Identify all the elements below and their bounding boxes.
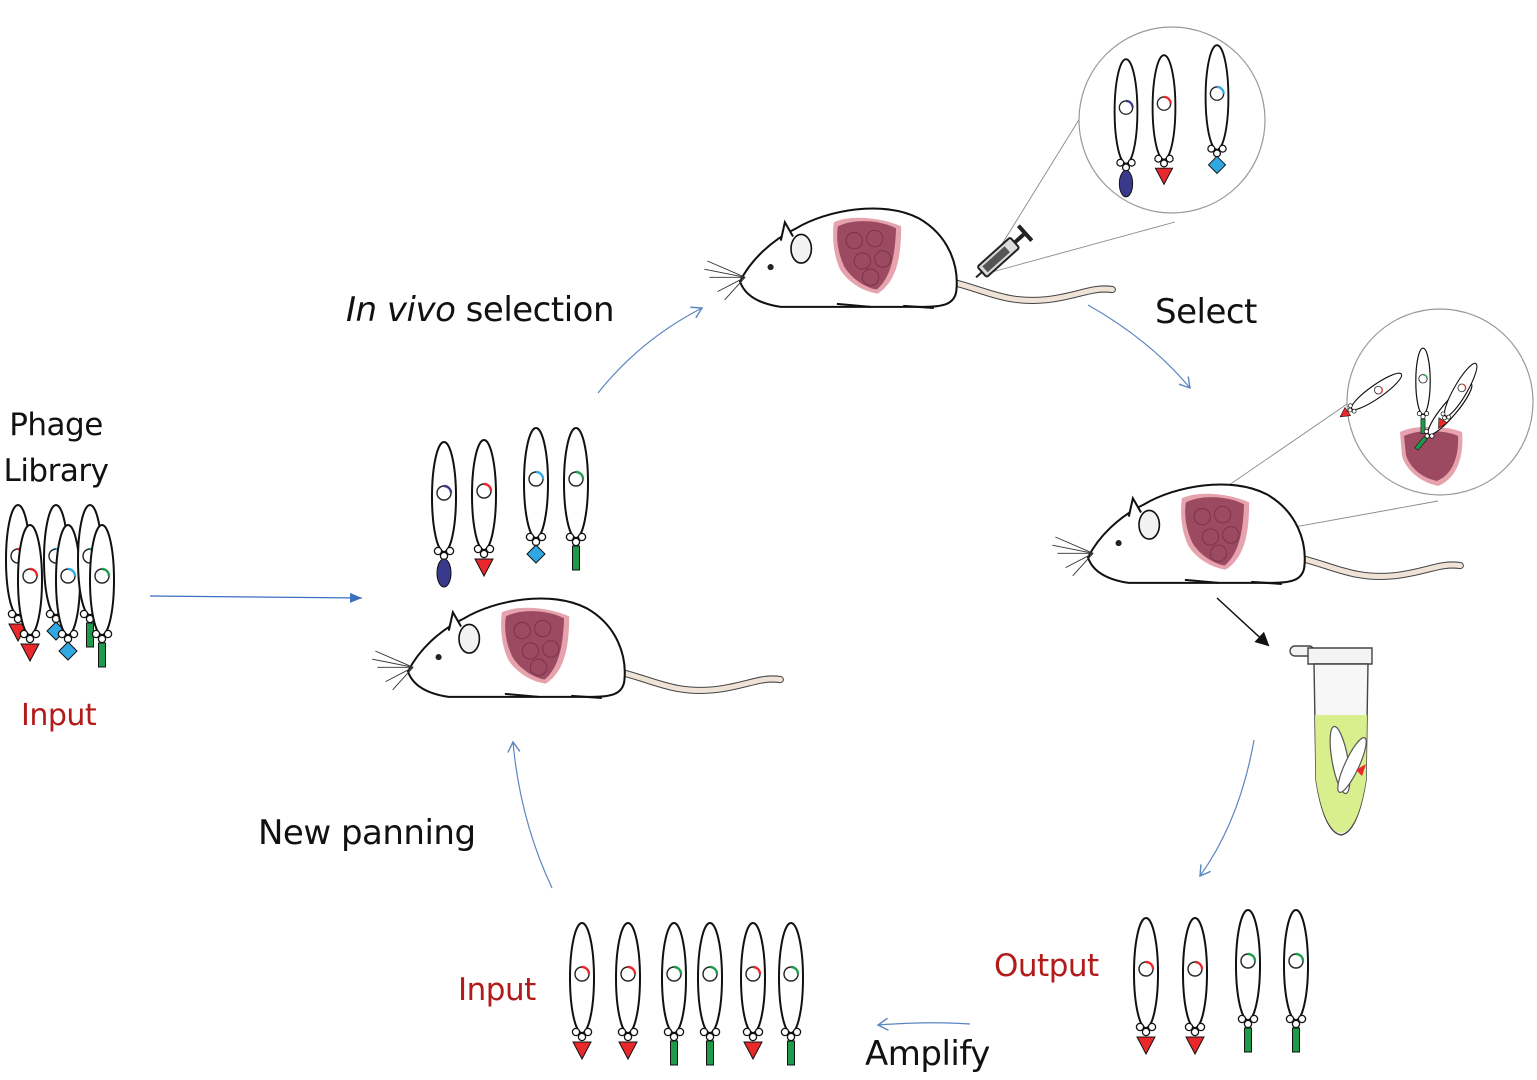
select-arrow <box>1087 304 1191 390</box>
select-label: Select <box>1155 292 1257 332</box>
amplified-phage-red-triangle <box>740 922 766 1061</box>
bound-phage-green-bar <box>1415 347 1431 434</box>
phages-layer <box>5 44 1478 1066</box>
amplified-phage-red-triangle <box>615 922 641 1061</box>
injected-phage-navy-oval <box>1113 58 1139 198</box>
output-phage-green-bar <box>1283 909 1309 1053</box>
phage-library-line1: Phage <box>9 407 103 443</box>
tube-to-output-arrow <box>1199 739 1255 878</box>
amplified-phage-red-triangle <box>569 922 595 1061</box>
library-phage-blue-diamond <box>55 524 81 661</box>
pool-phage-green-bar <box>563 427 589 571</box>
microcentrifuge-tube-icon <box>1289 645 1373 836</box>
amplified-input-label: Input <box>458 972 536 1008</box>
mouse-selection <box>1052 483 1464 585</box>
mouse-injection <box>704 207 1116 309</box>
output-label: Output <box>994 948 1099 984</box>
pool-phage-blue-diamond <box>523 427 549 564</box>
pool-phage-red-triangle <box>471 439 497 578</box>
selection-text: selection <box>455 290 615 330</box>
in-vivo-selection-label: In vivo selection <box>346 290 614 330</box>
in-vivo-arrow <box>597 306 704 394</box>
pool-phage-navy-oval <box>431 441 457 588</box>
amplified-phage-green-bar <box>661 922 687 1066</box>
injected-phage-red-triangle <box>1151 54 1177 186</box>
output-phage-green-bar <box>1235 909 1261 1053</box>
mouse-new-panning <box>372 597 784 699</box>
new-panning-label: New panning <box>258 813 476 853</box>
output-phage-red-triangle <box>1182 917 1208 1056</box>
unbound-phage-red-triangle <box>1438 362 1478 429</box>
injected-phage-blue-diamond <box>1204 44 1230 175</box>
phage-library-line2: Library <box>3 453 109 489</box>
cycle-arrows <box>149 304 1270 1031</box>
tumor-binding-zoom <box>1339 347 1478 486</box>
library-phage-red-triangle <box>17 524 43 663</box>
output-phage-red-triangle <box>1133 917 1159 1056</box>
library-to-pool-arrow <box>149 592 363 603</box>
binding-zoom-circle <box>1346 308 1534 496</box>
unbound-phage-red-triangle <box>1339 372 1403 418</box>
phage-library-title: Phage Library <box>0 402 112 494</box>
library-phage-green-bar <box>89 524 115 668</box>
mouse-to-tube-arrow <box>1216 597 1270 647</box>
in-vivo-italic-text: In vivo <box>346 290 456 330</box>
amplified-phage-green-bar <box>778 922 804 1066</box>
mice-layer <box>372 207 1464 699</box>
amplified-phage-green-bar <box>697 922 723 1066</box>
library-input-label: Input <box>21 698 97 733</box>
amplify-arrow <box>876 1017 971 1031</box>
amplify-label: Amplify <box>865 1034 990 1074</box>
syringe-icon <box>975 224 1034 279</box>
new-panning-arrow <box>507 740 553 889</box>
